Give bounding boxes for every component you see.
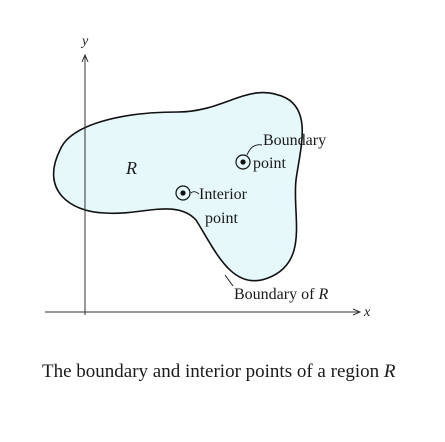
boundary-point-dot xyxy=(240,159,246,165)
boundary-point-label-line1: Boundary xyxy=(263,132,326,149)
region-label: R xyxy=(125,158,137,178)
interior-point-dot xyxy=(180,190,186,196)
caption-text: The boundary and interior points of a re… xyxy=(42,361,384,382)
region-r xyxy=(52,91,304,282)
boundary-of-region-var: R xyxy=(317,286,328,303)
boundary-of-region-prefix: Boundary of xyxy=(234,286,318,303)
x-axis-label: x xyxy=(363,305,371,320)
boundary-of-region-leader xyxy=(224,274,234,287)
interior-point-leader xyxy=(190,191,200,195)
boundary-point-leader xyxy=(246,144,263,156)
boundary-of-region-label: Boundary of R xyxy=(234,286,328,303)
region-diagram: y x R Boundary point Interior point Boun… xyxy=(45,34,371,320)
boundary-point-label-line2: point xyxy=(253,155,286,172)
figure-caption: The boundary and interior points of a re… xyxy=(42,360,422,384)
interior-point-label-line2: point xyxy=(205,210,238,227)
y-axis-label: y xyxy=(80,34,89,49)
caption-var: R xyxy=(383,361,396,382)
interior-point-label-line1: Interior xyxy=(199,186,248,203)
